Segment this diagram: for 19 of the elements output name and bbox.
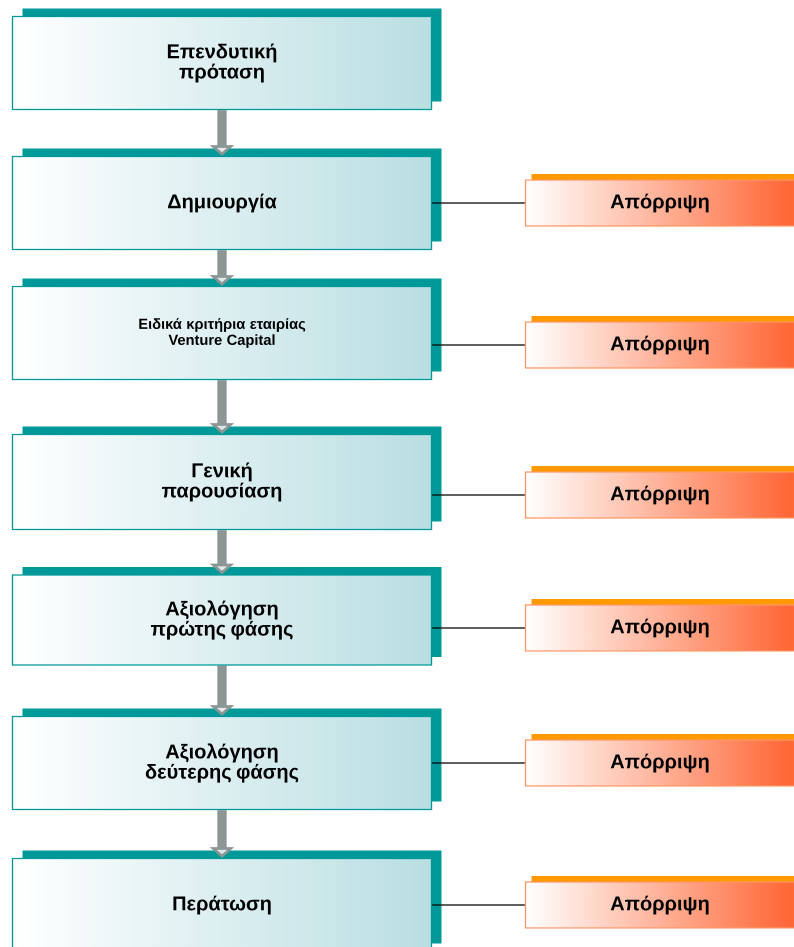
connector-line — [432, 762, 525, 764]
reject-box: Απόρριψη — [524, 174, 794, 227]
process-box: Περάτωση — [12, 850, 442, 947]
connector-line — [432, 202, 525, 204]
process-box: Αξιολόγηση δεύτερης φάσης — [12, 708, 442, 810]
connector-line — [432, 494, 525, 496]
reject-box: Απόρριψη — [524, 734, 794, 787]
process-box: Δημιουργία — [12, 148, 442, 250]
connector-line — [432, 627, 525, 629]
reject-box: Απόρριψη — [524, 316, 794, 369]
process-box: Γενική παρουσίαση — [12, 426, 442, 530]
process-box: Επενδυτική πρόταση — [12, 8, 442, 110]
reject-box: Απόρριψη — [524, 599, 794, 652]
reject-box: Απόρριψη — [524, 466, 794, 519]
process-box: Ειδικά κριτήρια εταιρίας Venture Capital — [12, 278, 442, 380]
reject-box: Απόρριψη — [524, 876, 794, 929]
connector-line — [432, 904, 525, 906]
connector-line — [432, 344, 525, 346]
process-box: Αξιολόγηση πρώτης φάσης — [12, 567, 442, 666]
